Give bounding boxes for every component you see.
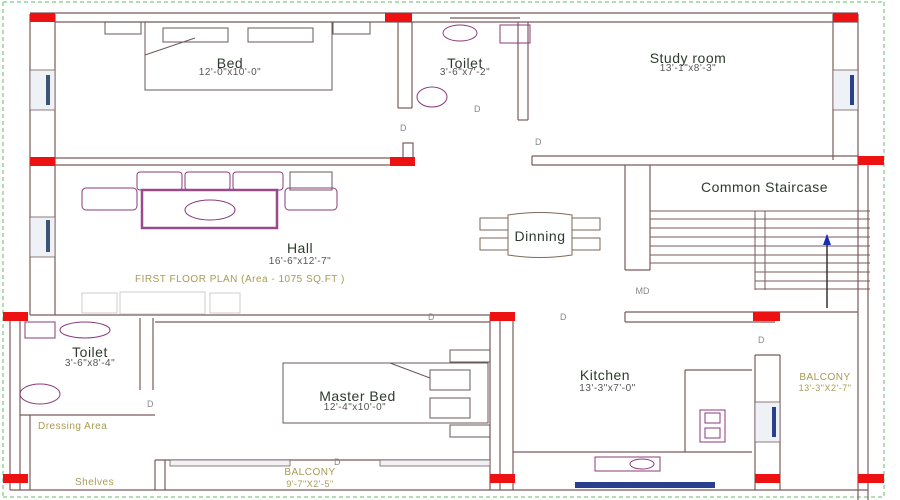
- room-label-hall: Hall: [286, 240, 314, 256]
- room-label-kitchen: Kitchen: [579, 367, 631, 383]
- balcony-right-dim: 13'-3"X2'-7": [798, 383, 852, 393]
- room-label-toilet-bottom: Toilet: [72, 344, 108, 360]
- kitchen-appliances: [594, 409, 726, 472]
- room-label-study: Study room: [649, 50, 727, 66]
- windows: [29, 69, 859, 488]
- door-marker: D: [535, 137, 542, 147]
- door-marker: D: [474, 104, 481, 114]
- bed-furniture: [104, 21, 371, 91]
- plot-boundary: [2, 1, 885, 498]
- toilet-fixtures: [19, 24, 531, 405]
- plan-title: FIRST FLOOR PLAN (Area - 1075 SQ.FT ): [135, 274, 345, 285]
- room-dim-kitchen: 13'-3"x7'-0": [579, 383, 636, 394]
- main-door-label: MD: [635, 286, 650, 296]
- structural-columns: [3, 13, 884, 483]
- master-bed-furniture: [282, 349, 491, 438]
- room-dim-study: 13'-1"x8'-3": [659, 63, 717, 74]
- room-label-dining: Dinning: [514, 228, 566, 244]
- dining-table: [479, 212, 601, 258]
- balcony-bottom-label: BALCONY: [284, 467, 336, 478]
- room-label-staircase: Common Staircase: [700, 179, 829, 195]
- room-dim-hall: 16'-6"x12'-7": [268, 256, 332, 267]
- door-marker: D: [334, 457, 341, 467]
- door-marker: D: [400, 123, 407, 133]
- balcony-bottom-dim: 9'-7"X2'-5": [286, 479, 334, 489]
- room-label-bed: Bed: [216, 55, 244, 71]
- sofa-set: [81, 171, 338, 230]
- balcony-right-label: BALCONY: [799, 372, 851, 383]
- room-label-master-bed: Master Bed: [319, 388, 396, 404]
- room-label-toilet-top: Toilet: [447, 55, 483, 71]
- room-dim-bed: 12'-0"x10'-0": [198, 67, 262, 78]
- room-dim-master-bed: 12'-4"x10'-0": [323, 402, 387, 413]
- door-marker: D: [428, 312, 435, 322]
- room-dim-toilet-top: 3'-6"x7'-2": [439, 67, 491, 78]
- faded-fixtures: [81, 291, 241, 315]
- staircase-steps: [650, 210, 870, 308]
- room-dim-toilet-bottom: 3'-6"x8'-4": [64, 358, 116, 369]
- shelves-label: Shelves: [75, 477, 115, 488]
- dressing-area-label: Dressing Area: [38, 421, 108, 432]
- door-marker: D: [560, 312, 567, 322]
- door-marker: D: [758, 335, 765, 345]
- door-marker: D: [147, 399, 154, 409]
